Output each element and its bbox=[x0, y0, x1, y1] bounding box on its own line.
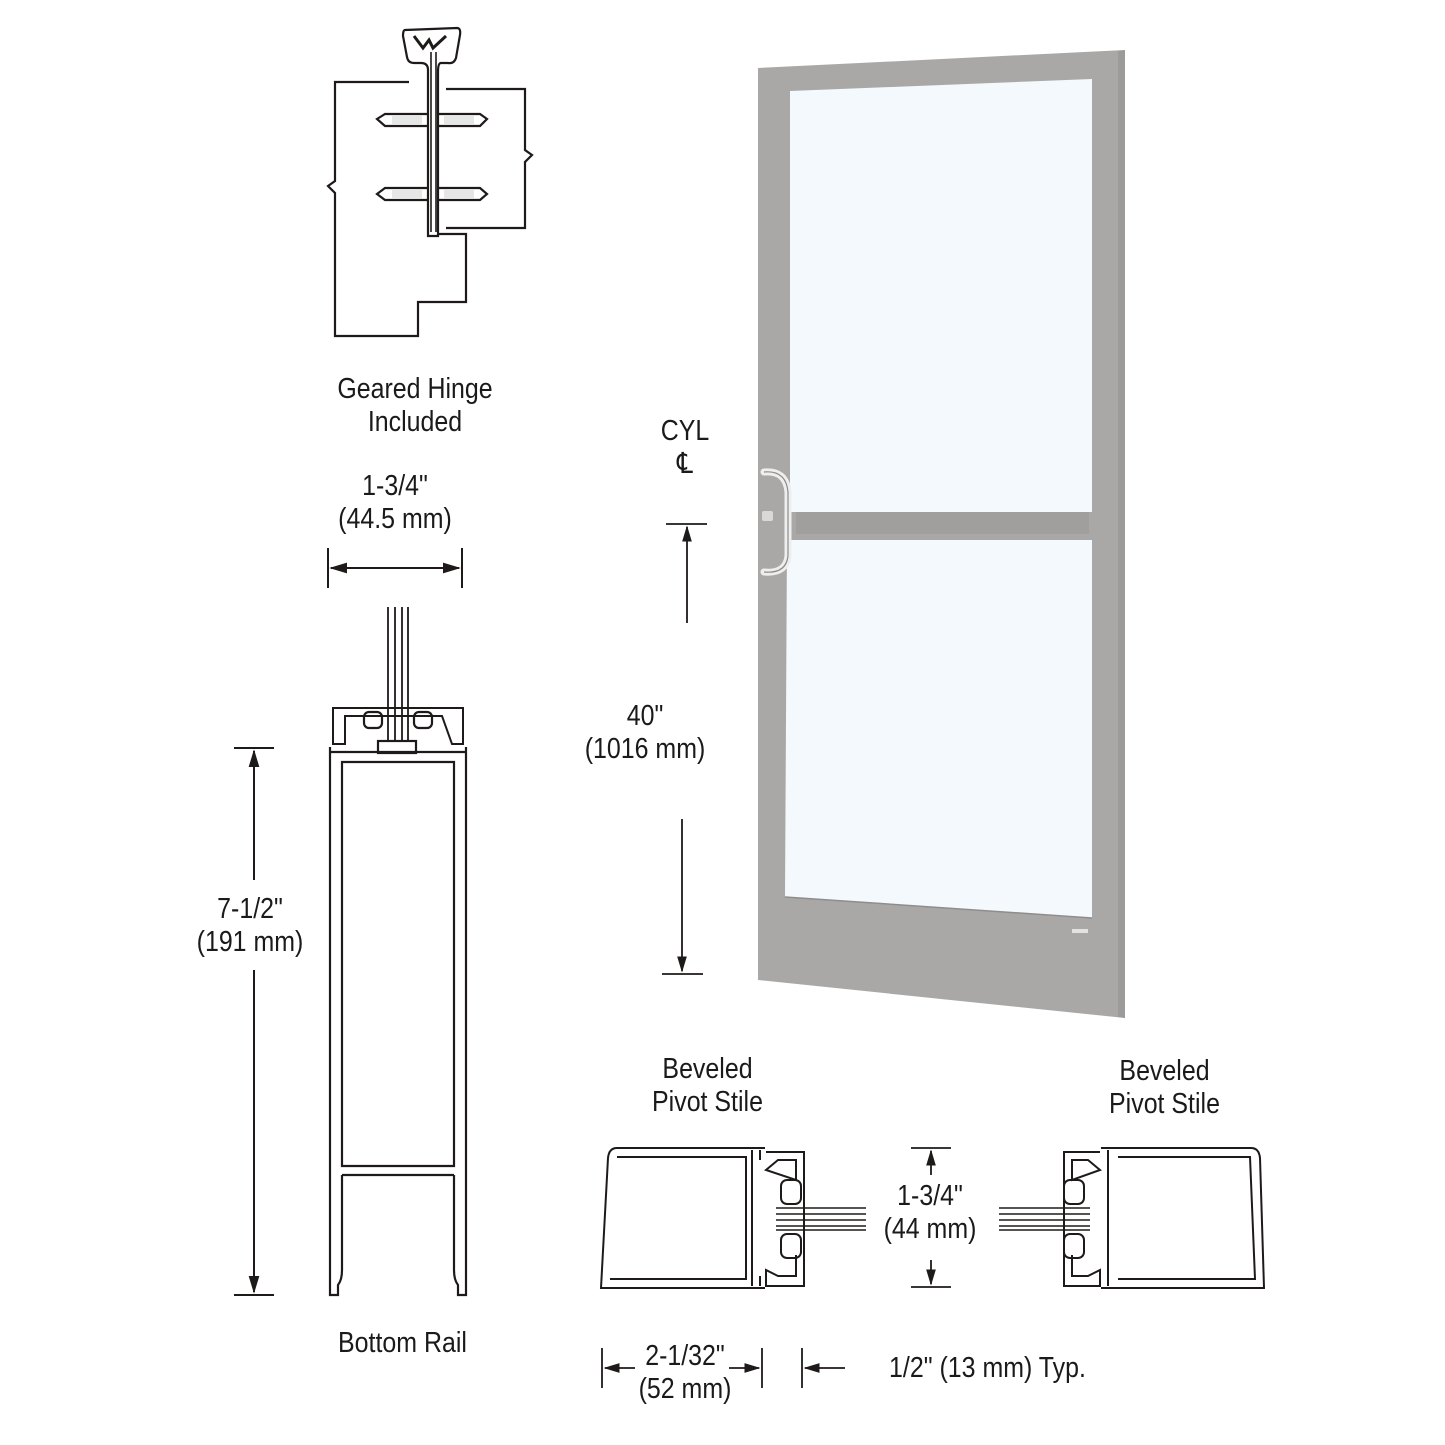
door-height-metric: (1016 mm) bbox=[584, 733, 706, 765]
stile-width-dimension bbox=[601, 1348, 845, 1388]
right-stile-caption-line1: Beveled bbox=[1119, 1055, 1210, 1087]
stile-thickness-imperial: 1-3/4" bbox=[897, 1180, 963, 1212]
geared-hinge-drawing bbox=[326, 26, 534, 338]
left-stile-caption-line1: Beveled bbox=[662, 1053, 753, 1085]
rail-width-imperial: 1-3/4" bbox=[362, 470, 428, 502]
left-pivot-stile-drawing bbox=[599, 1147, 866, 1289]
door-height-dimension bbox=[662, 523, 707, 975]
left-stile-caption: Beveled Pivot Stile bbox=[632, 1053, 783, 1119]
centerline-icon: ℄ bbox=[676, 448, 694, 480]
stile-width-metric: (52 mm) bbox=[638, 1373, 732, 1405]
typical-dim-text: 1/2" (13 mm) Typ. bbox=[889, 1352, 1086, 1384]
rail-width-label: 1-3/4" (44.5 mm) bbox=[313, 470, 476, 536]
door-height-label: 40" (1016 mm) bbox=[576, 700, 714, 766]
rail-width-metric: (44.5 mm) bbox=[338, 503, 452, 535]
door-elevation bbox=[758, 50, 1125, 1018]
stile-thickness-label: 1-3/4" (44 mm) bbox=[878, 1180, 981, 1246]
rail-height-label: 7-1/2" (191 mm) bbox=[173, 893, 328, 959]
stile-width-imperial: 2-1/32" bbox=[645, 1340, 725, 1372]
right-pivot-stile-drawing bbox=[999, 1147, 1266, 1289]
bottom-rail-caption: Bottom Rail bbox=[314, 1327, 490, 1360]
cyl-label: CYL ℄ bbox=[646, 415, 723, 481]
rail-height-imperial: 7-1/2" bbox=[217, 893, 283, 925]
bottom-rail-drawing bbox=[328, 607, 468, 1297]
stile-thickness-metric: (44 mm) bbox=[883, 1213, 977, 1245]
right-stile-caption: Beveled Pivot Stile bbox=[1089, 1055, 1240, 1121]
hinge-caption-line2: Included bbox=[367, 406, 463, 438]
cyl-text: CYL bbox=[660, 415, 710, 447]
hinge-caption: Geared Hinge Included bbox=[325, 373, 506, 439]
hinge-caption-line1: Geared Hinge bbox=[337, 373, 493, 405]
bottom-rail-caption-text: Bottom Rail bbox=[338, 1327, 467, 1359]
left-stile-caption-line2: Pivot Stile bbox=[652, 1086, 763, 1118]
rail-height-dimension bbox=[234, 747, 274, 1296]
right-stile-caption-line2: Pivot Stile bbox=[1109, 1088, 1220, 1120]
rail-height-metric: (191 mm) bbox=[196, 926, 304, 958]
stile-thickness-dimension bbox=[911, 1147, 951, 1288]
typical-dim-label: 1/2" (13 mm) Typ. bbox=[865, 1352, 1110, 1385]
door-height-imperial: 40" bbox=[626, 700, 664, 732]
stile-width-label: 2-1/32" (52 mm) bbox=[625, 1340, 745, 1406]
rail-width-dimension bbox=[327, 548, 463, 588]
